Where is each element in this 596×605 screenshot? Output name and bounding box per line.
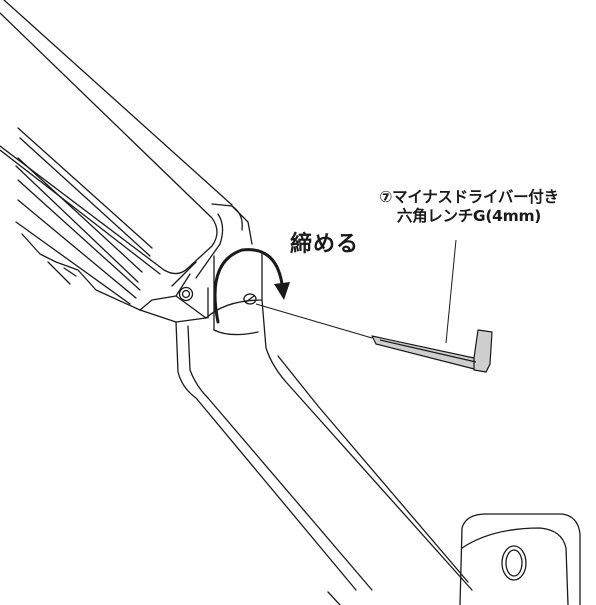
lower-arm — [175, 299, 473, 605]
hex-wrench-icon — [255, 303, 493, 373]
tighten-label: 締める — [290, 232, 360, 257]
tool-label: ⑦マイナスドライバー付き 六角レンチG(4mm) — [344, 188, 594, 226]
bottom-bracket — [459, 513, 581, 605]
leader-line — [445, 239, 457, 344]
tool-label-line2: 六角レンチG(4mm) — [396, 207, 542, 225]
upper-arm — [0, 0, 233, 311]
clockwise-arrow-icon — [213, 248, 290, 324]
tool-label-line1: ⑦マイナスドライバー付き — [379, 188, 559, 206]
joint-housing — [139, 203, 263, 336]
